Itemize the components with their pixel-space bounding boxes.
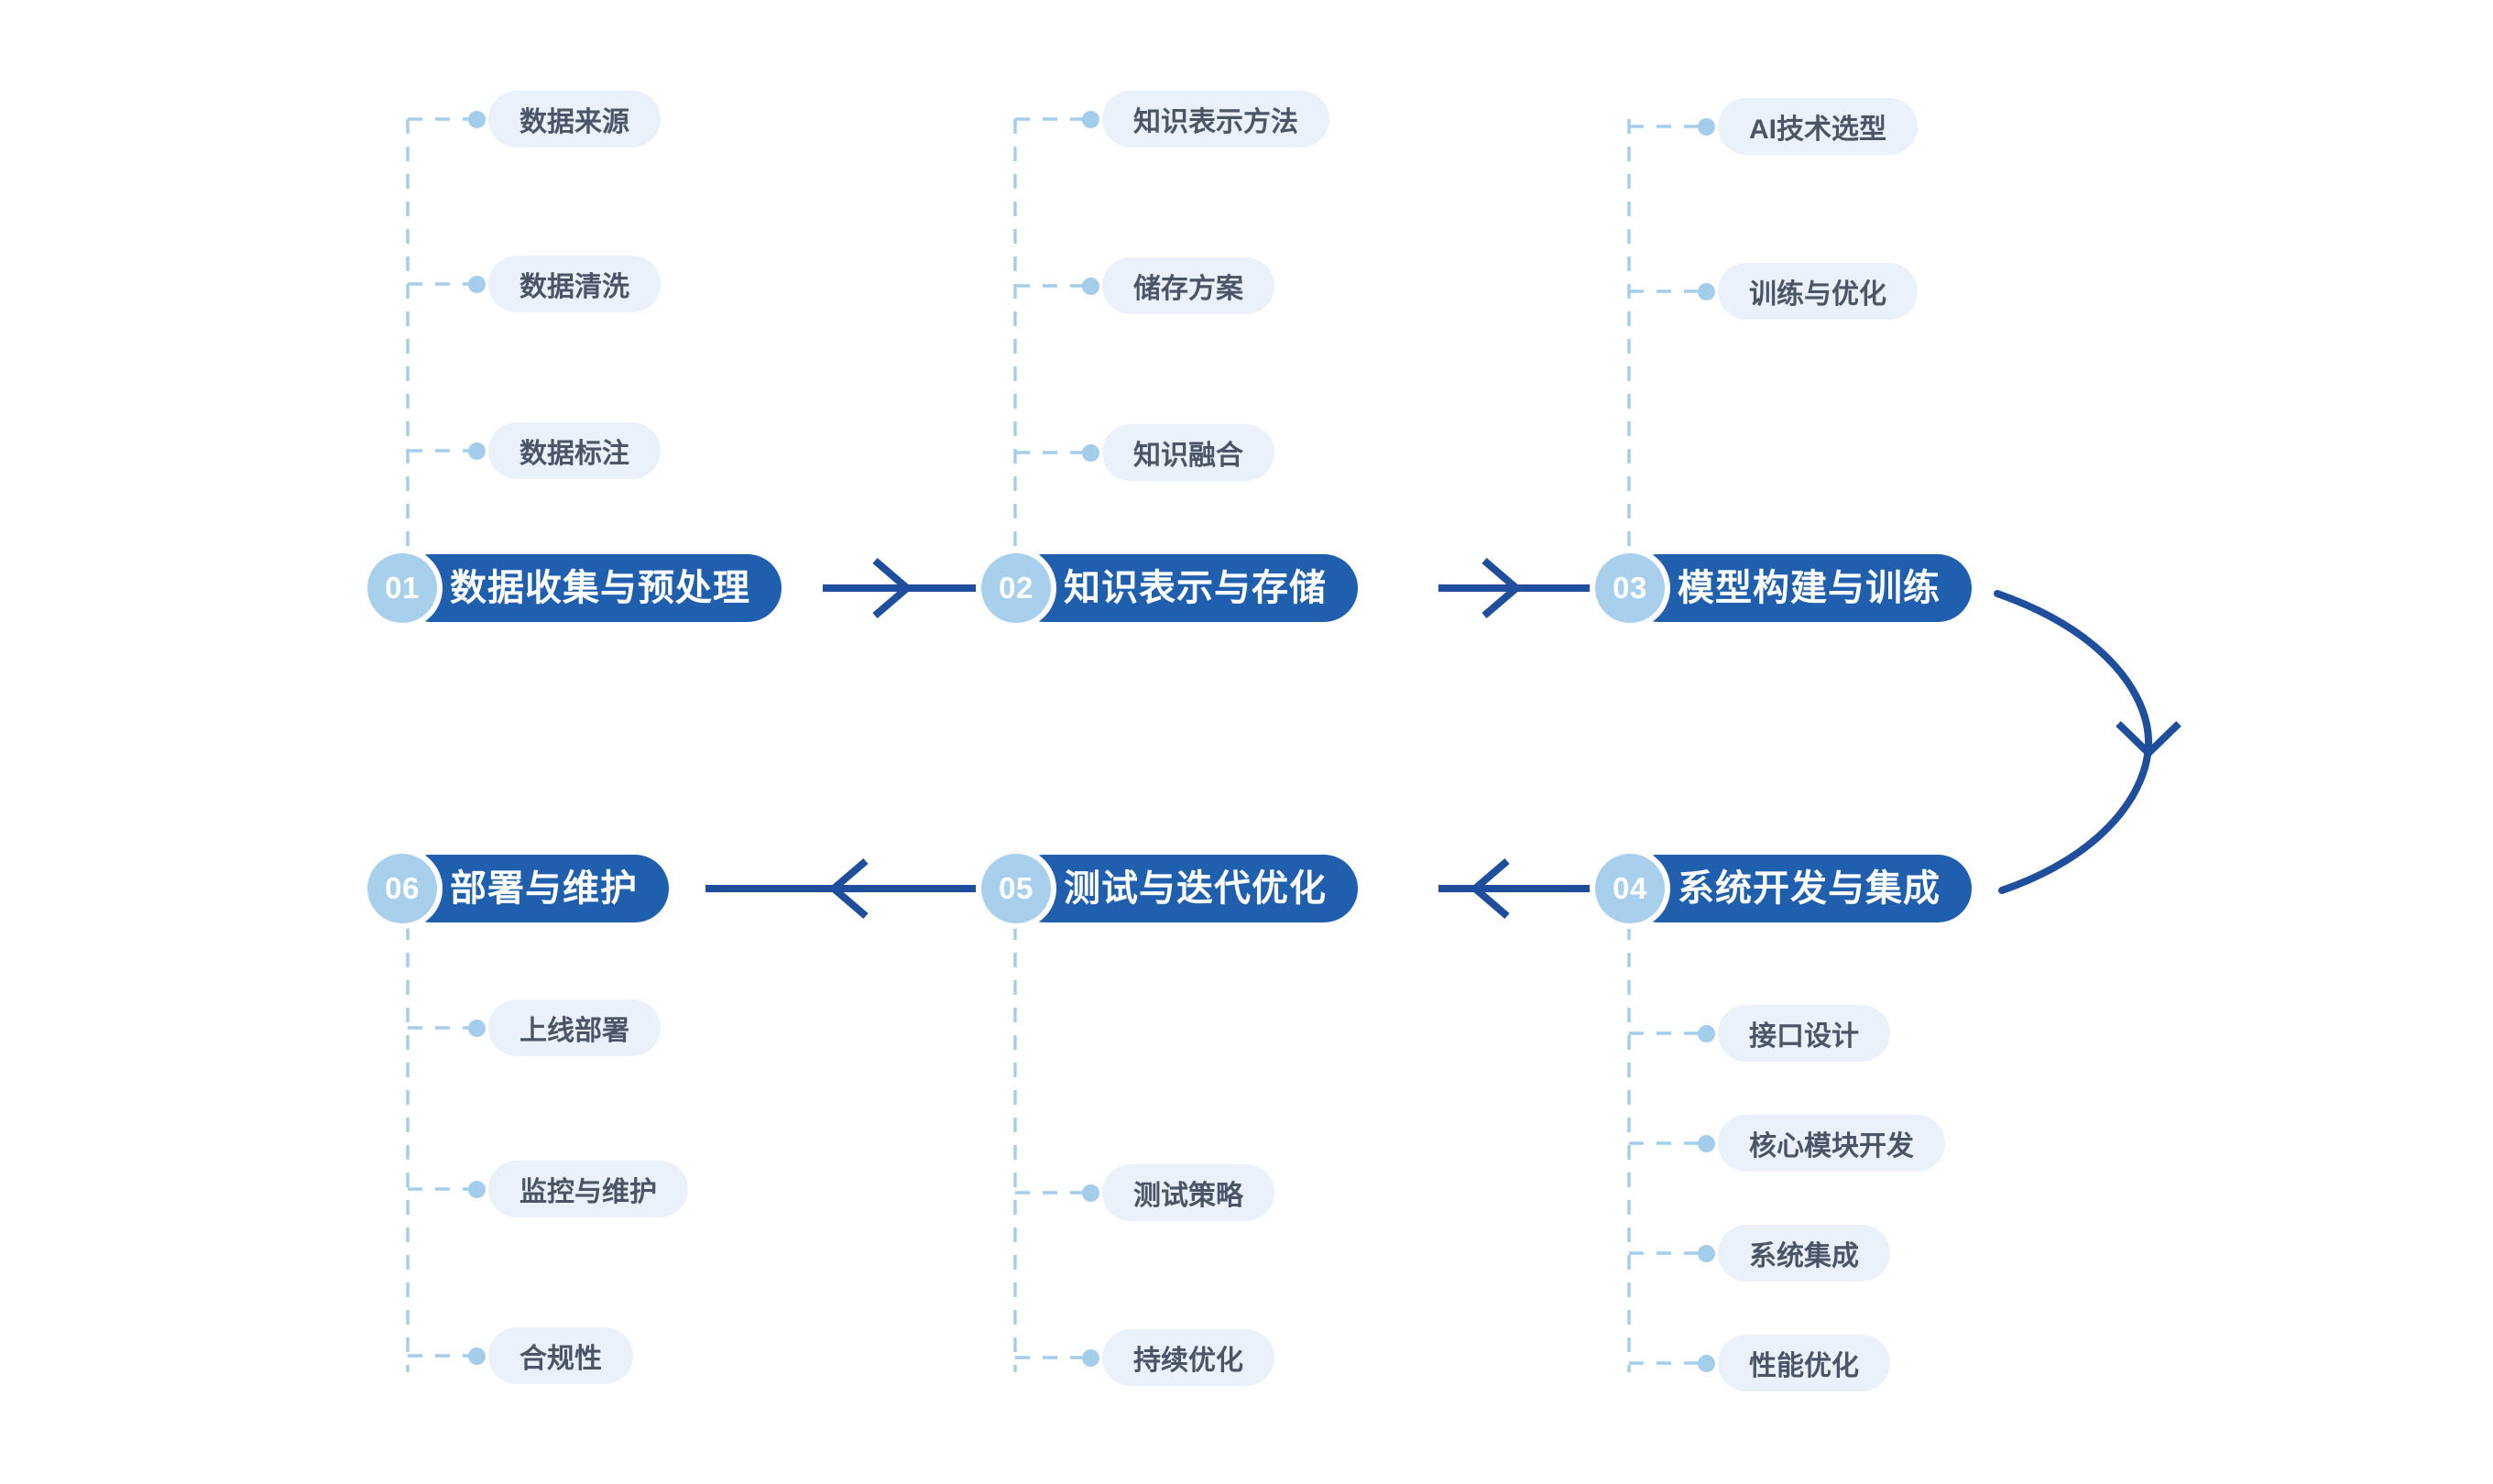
- sub-item-pill[interactable]: 训练与优化: [1718, 263, 1918, 320]
- sub-item-dot: [468, 111, 486, 128]
- sub-item-dot: [468, 1181, 486, 1198]
- stage-badge-ring: 01: [362, 548, 443, 628]
- dashed-branch-stage-02: [1013, 117, 1090, 561]
- sub-item-dot: [1698, 118, 1715, 136]
- sub-item-dot: [1082, 1349, 1099, 1367]
- stage-badge-ring: 05: [976, 848, 1056, 929]
- sub-item-dot: [1698, 1355, 1715, 1372]
- stage-label: 测试与迭代优化: [1064, 868, 1327, 909]
- stage-number: 03: [1595, 553, 1665, 623]
- stage-bar: 系统开发与集成: [1624, 855, 1972, 922]
- dashed-branch-stage-03: [1627, 119, 1706, 561]
- sub-item-dot: [1082, 111, 1099, 128]
- stage-bar: 数据收集与预处理: [397, 554, 782, 622]
- stage-number: 04: [1595, 854, 1665, 923]
- sub-item-pill[interactable]: 数据来源: [488, 91, 661, 147]
- arrow-01-to-02: [823, 557, 985, 619]
- stage-badge-ring: 03: [1590, 548, 1670, 628]
- sub-item-dot: [468, 442, 486, 460]
- sub-item-pill[interactable]: 储存方案: [1102, 257, 1274, 314]
- stage-label: 系统开发与集成: [1678, 868, 1941, 909]
- sub-item-pill[interactable]: 核心模块开发: [1718, 1115, 1945, 1172]
- sub-item-pill[interactable]: 知识融合: [1102, 424, 1274, 481]
- dashed-branch-stage-05: [1013, 925, 1090, 1372]
- arrow-05-to-06: [705, 857, 985, 920]
- stage-badge-ring: 04: [1590, 848, 1670, 929]
- sub-item-pill[interactable]: 数据标注: [488, 422, 661, 479]
- sub-item-pill[interactable]: 测试策略: [1102, 1164, 1274, 1221]
- arrow-02-to-03: [1438, 557, 1602, 619]
- sub-item-pill[interactable]: AI技术选型: [1718, 98, 1918, 155]
- stage-number: 02: [981, 553, 1051, 623]
- sub-item-dot: [1082, 1184, 1099, 1202]
- dashed-branch-stage-06: [406, 925, 476, 1372]
- dashed-branch-stage-01: [406, 117, 476, 561]
- sub-item-dot: [1698, 283, 1715, 300]
- sub-item-dot: [468, 276, 486, 293]
- sub-item-pill[interactable]: 上线部署: [488, 999, 661, 1056]
- sub-item-pill[interactable]: 性能优化: [1718, 1335, 1890, 1391]
- arrow-03-to-04-curve: [1994, 590, 2181, 894]
- stage-label: 模型构建与训练: [1678, 568, 1941, 608]
- sub-item-dot: [1698, 1135, 1715, 1152]
- sub-item-pill[interactable]: 知识表示方法: [1102, 91, 1329, 147]
- sub-item-pill[interactable]: 数据清洗: [488, 256, 661, 312]
- stage-bar: 知识表示与存储: [1011, 554, 1358, 622]
- sub-item-pill[interactable]: 监控与维护: [488, 1161, 688, 1217]
- sub-item-dot: [468, 1020, 486, 1037]
- stage-bar: 模型构建与训练: [1624, 554, 1972, 622]
- sub-item-dot: [468, 1348, 486, 1365]
- sub-item-dot: [1082, 278, 1099, 295]
- sub-item-pill[interactable]: 接口设计: [1718, 1005, 1890, 1062]
- sub-item-dot: [1698, 1245, 1715, 1262]
- stage-number: 05: [981, 854, 1051, 923]
- stage-badge-ring: 06: [362, 848, 443, 929]
- stage-bar: 测试与迭代优化: [1011, 855, 1358, 922]
- sub-item-dot: [1082, 444, 1099, 462]
- sub-item-pill[interactable]: 合规性: [488, 1327, 633, 1384]
- sub-item-pill[interactable]: 持续优化: [1102, 1329, 1274, 1386]
- sub-item-pill[interactable]: 系统集成: [1718, 1225, 1890, 1282]
- stage-number: 06: [367, 854, 437, 923]
- stage-label: 知识表示与存储: [1064, 568, 1327, 608]
- stage-badge-ring: 02: [976, 548, 1056, 628]
- arrow-04-to-05: [1438, 857, 1602, 920]
- dashed-branch-stage-04: [1627, 925, 1706, 1372]
- stage-label: 数据收集与预处理: [450, 568, 750, 608]
- stage-number: 01: [367, 553, 437, 623]
- sub-item-dot: [1698, 1025, 1715, 1042]
- stage-label: 部署与维护: [450, 868, 638, 909]
